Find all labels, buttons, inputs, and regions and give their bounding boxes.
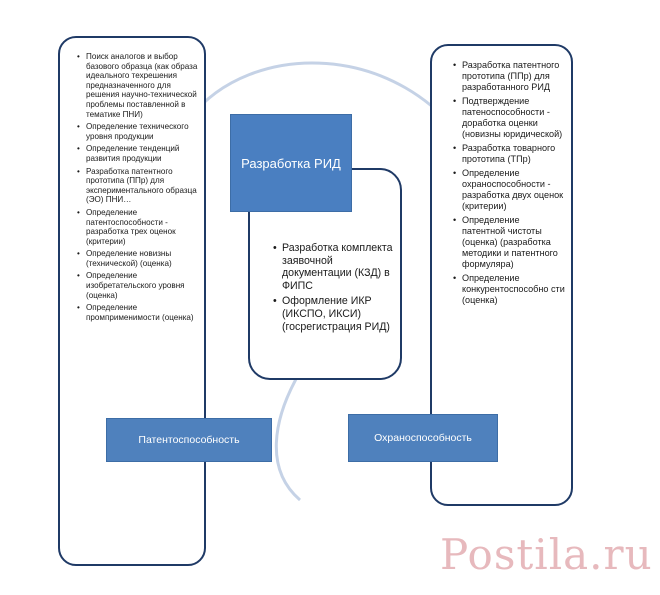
- list-item: Определение конкурентоспособно сти (оцен…: [453, 273, 565, 306]
- rid-development-list: Разработка комплекта заявочной документа…: [270, 242, 394, 333]
- list-item: Определение новизны (технической) (оценк…: [77, 249, 198, 268]
- lower-connector-arc: [274, 371, 302, 502]
- list-item: Разработка патентного прототипа (ППр) дл…: [453, 60, 565, 93]
- list-item: Определение охраноспособности - разработ…: [453, 168, 565, 212]
- list-item: Определение промприменимости (оценка): [77, 303, 198, 322]
- rid-development-box: Разработка РИД: [230, 114, 352, 212]
- list-item: Определение патентной чистоты (оценка) (…: [453, 215, 565, 270]
- list-item: Определение тенденций развития продукции: [77, 144, 198, 163]
- list-item: Разработка комплекта заявочной документа…: [273, 242, 394, 292]
- list-item: Определение изобретательского уровня (оц…: [77, 271, 198, 300]
- list-item: Определение технического уровня продукци…: [77, 122, 198, 141]
- patentability-label-box: Патентоспособность: [106, 418, 272, 462]
- watermark-logo: Postila.ru: [440, 530, 653, 579]
- patentability-panel: Поиск аналогов и выбор базового образца …: [58, 36, 206, 566]
- protectability-list: Разработка патентного прототипа (ППр) дл…: [450, 60, 565, 306]
- list-item: Разработка патентного прототипа (ППр) дл…: [77, 167, 198, 205]
- list-item: Оформление ИКР (ИКСПО, ИКСИ) (госрегистр…: [273, 295, 394, 333]
- protectability-panel: Разработка патентного прототипа (ППр) дл…: [430, 44, 573, 506]
- list-item: Подтверждение патеноспособности - дорабо…: [453, 96, 565, 140]
- list-item: Поиск аналогов и выбор базового образца …: [77, 52, 198, 119]
- list-item: Разработка товарного прототипа (ТПр): [453, 143, 565, 165]
- protectability-label-box: Охраноспособность: [348, 414, 498, 462]
- patentability-list: Поиск аналогов и выбор базового образца …: [74, 52, 198, 322]
- list-item: Определение патентоспособности - разрабо…: [77, 208, 198, 246]
